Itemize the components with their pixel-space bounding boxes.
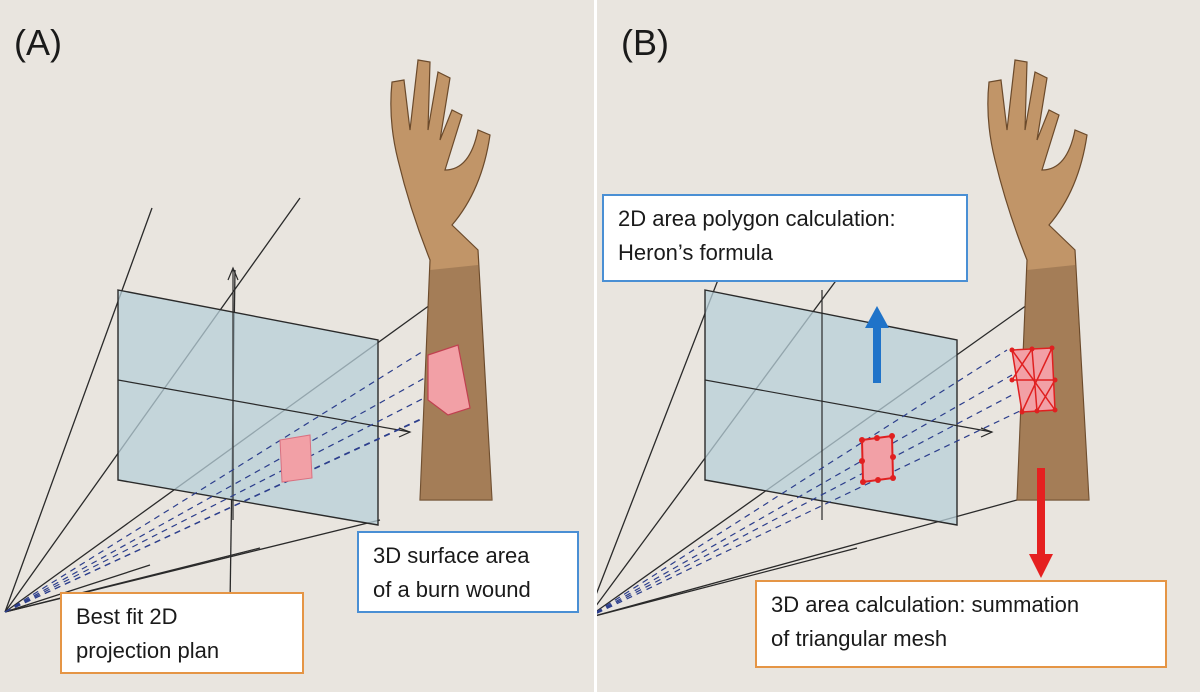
up-arrow	[865, 306, 889, 383]
arm-illustration	[987, 59, 1090, 501]
projected-wound	[279, 434, 313, 483]
callout-line: 3D surface area	[373, 543, 530, 568]
projected-polygon	[859, 433, 896, 485]
callout-surface-area: 3D surface area of a burn wound	[357, 531, 579, 613]
panel-b-label: (B)	[621, 22, 669, 63]
callout-line: of a burn wound	[373, 577, 531, 602]
projection-rays	[597, 349, 1023, 614]
panel-a: (A)	[0, 0, 594, 692]
panel-b-drawing	[597, 59, 1090, 617]
callout-line: 2D area polygon calculation:	[618, 206, 896, 231]
triangular-mesh	[1011, 347, 1056, 413]
callout-triangular-mesh: 3D area calculation: summation of triang…	[755, 580, 1167, 668]
callout-line: of triangular mesh	[771, 626, 948, 651]
projection-plane	[704, 289, 994, 526]
callout-projection-plan: Best fit 2D projection plan	[60, 592, 304, 674]
callout-line: 3D area calculation: summation	[771, 592, 1080, 617]
projection-plane	[117, 266, 412, 526]
panel-a-label: (A)	[14, 22, 62, 63]
callout-line: Best fit 2D	[76, 604, 178, 629]
projection-rays	[4, 349, 441, 613]
panel-a-drawing	[4, 59, 493, 613]
arm-illustration	[390, 59, 493, 501]
callout-line: Heron’s formula	[618, 240, 773, 265]
callout-heron-formula: 2D area polygon calculation: Heron’s for…	[602, 194, 968, 282]
down-arrow	[1029, 468, 1053, 578]
panel-b: (B)	[597, 0, 1200, 692]
burn-wound	[427, 344, 471, 416]
callout-line: projection plan	[76, 638, 220, 663]
